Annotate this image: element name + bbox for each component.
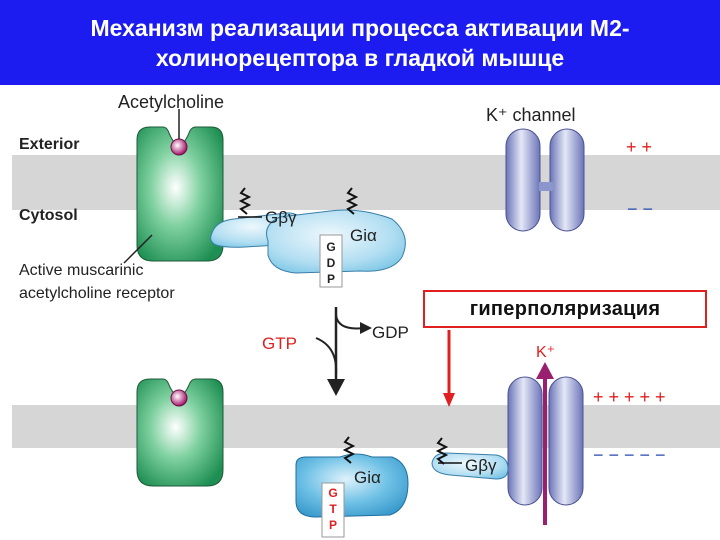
membrane-top — [12, 155, 720, 210]
title-line-1: Механизм реализации процесса активации М… — [90, 14, 630, 41]
g-i-alpha-label-bottom: Giα — [354, 468, 381, 487]
title-line-2: холинорецептора в гладкой мышце — [155, 44, 565, 71]
lipid-anchor-alpha-top — [345, 187, 359, 215]
gdp-letter-p: P — [327, 272, 335, 286]
membrane-bottom — [12, 405, 720, 448]
receptor-label-line2: acetylcholine receptor — [19, 285, 175, 302]
gtp-box — [321, 482, 345, 538]
gdp-release-curve — [335, 314, 365, 330]
gtp-label: GTP — [262, 334, 297, 353]
muscarinic-receptor-top — [136, 126, 224, 262]
hyperpolarization-label: гиперполяризация — [469, 297, 661, 320]
gdp-release-arrowhead — [360, 322, 372, 334]
title-bar: Механизм реализации процесса активации М… — [0, 0, 720, 85]
receptor-label-line1: Active muscarinic — [19, 262, 143, 279]
exterior-label: Exterior — [19, 136, 79, 153]
receptor-pointer — [123, 234, 153, 264]
cytosol-label: Cytosol — [19, 207, 78, 224]
k-ion-label: K⁺ — [536, 344, 555, 361]
acetylcholine-molecule-bottom — [170, 389, 188, 407]
g-beta-gamma-bottom — [431, 452, 509, 480]
acetylcholine-label: Acetylcholine — [118, 92, 224, 112]
plus-charges-bottom: + + + + + — [593, 387, 666, 407]
lipid-anchor-alpha-bottom — [342, 436, 356, 464]
diagram: Acetylcholine Exterior Cytosol Active mu… — [12, 92, 720, 538]
g-beta-gamma-label-bottom: Gβγ — [465, 456, 497, 475]
hyperpolarization-arrowhead — [443, 393, 455, 407]
gtp-letter-p: P — [329, 518, 337, 532]
gdp-letter-g: G — [326, 240, 335, 254]
g-beta-gamma-label-top: Gβγ — [265, 208, 297, 227]
hyperpolarization-box: гиперполяризация — [423, 290, 707, 328]
muscarinic-receptor-bottom — [136, 378, 224, 487]
k-channel-label: K⁺ channel — [486, 105, 576, 125]
gdp-label: GDP — [372, 323, 409, 342]
g-i-alpha-bottom — [295, 453, 409, 518]
minus-charges-bottom: − − − − − — [593, 445, 666, 465]
gdp-letter-d: D — [327, 256, 336, 270]
acetylcholine-molecule-top — [170, 138, 188, 156]
gtp-gdp-exchange-curve — [315, 337, 338, 376]
minus-charges-top: − − — [627, 199, 653, 219]
k-channel-top — [505, 128, 585, 232]
k-ion-arrowhead — [536, 362, 554, 379]
gtp-letter-g: G — [328, 486, 337, 500]
plus-charges-top: + + — [626, 137, 652, 157]
gtp-letter-t: T — [329, 502, 337, 516]
gdp-box — [319, 234, 343, 288]
activation-arrowhead — [327, 379, 345, 396]
g-i-alpha-label-top: Giα — [350, 226, 377, 245]
lipid-anchor-beta-gamma-top — [238, 187, 252, 215]
lipid-anchor-beta-gamma-bottom — [435, 437, 449, 465]
k-channel-bottom — [507, 376, 584, 506]
